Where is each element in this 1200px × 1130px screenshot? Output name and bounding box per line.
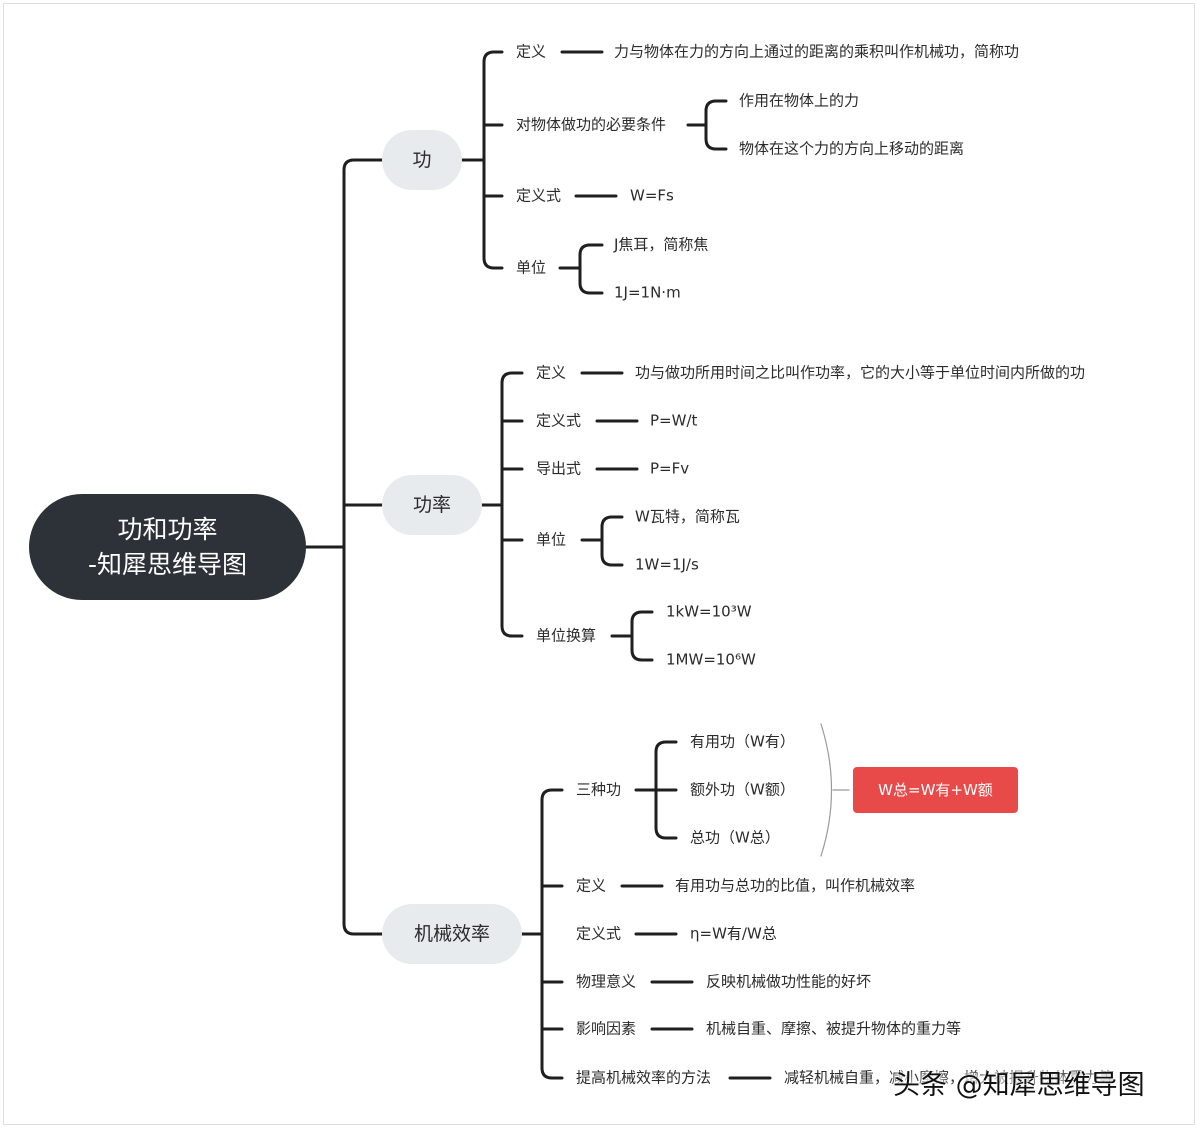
work-bracket [482, 50, 504, 270]
eff-factors[interactable]: 机械自重、摩擦、被提升物体的重力等 [706, 1019, 962, 1038]
trunk-to-work [342, 158, 384, 549]
work-unit-bracket [578, 243, 604, 295]
power-conversion-kw[interactable]: 1kW=10³W [666, 602, 752, 621]
eff-three-label[interactable]: 三种功 [576, 780, 622, 799]
topic-power[interactable]: 功率 [382, 475, 482, 535]
work-cond-bracket [704, 99, 728, 151]
power-derived-label[interactable]: 导出式 [536, 459, 582, 478]
work-conditions-label[interactable]: 对物体做功的必要条件 [516, 115, 667, 134]
eff-bracket [540, 788, 564, 1080]
power-conversion-label[interactable]: 单位换算 [536, 626, 597, 645]
root-title: 功和功率 [117, 515, 218, 544]
eff-formula-label[interactable]: 定义式 [576, 924, 622, 943]
power-conv-bracket [630, 610, 654, 662]
canvas-border [3, 3, 1195, 1125]
power-formula-label[interactable]: 定义式 [536, 411, 582, 430]
eff-total-formula-badge[interactable]: W总=W有+W额 [853, 767, 1018, 813]
work-definition-text[interactable]: 力与物体在力的方向上通过的距离的乘积叫作机械功，简称功 [614, 42, 1020, 61]
eff-formula[interactable]: η=W有/W总 [690, 924, 777, 943]
root-node[interactable]: 功和功率 -知犀思维导图 [29, 494, 306, 600]
power-unit-label[interactable]: 单位 [536, 530, 567, 549]
work-formula[interactable]: W=Fs [630, 186, 674, 205]
eff-meaning[interactable]: 反映机械做功性能的好坏 [706, 972, 872, 991]
work-definition-label[interactable]: 定义 [516, 42, 547, 61]
topic-work[interactable]: 功 [382, 130, 462, 190]
eff-useful-work[interactable]: 有用功（W有） [690, 732, 795, 751]
work-condition-force[interactable]: 作用在物体上的力 [739, 91, 860, 110]
work-unit-label[interactable]: 单位 [516, 258, 547, 277]
root-subtitle: -知犀思维导图 [87, 550, 248, 579]
power-definition-text[interactable]: 功与做功所用时间之比叫作功率，它的大小等于单位时间内所做的功 [635, 363, 1086, 382]
power-derived[interactable]: P=Fv [650, 459, 690, 478]
power-unit-watt[interactable]: W瓦特，简称瓦 [635, 507, 740, 526]
eff-factors-label[interactable]: 影响因素 [576, 1019, 637, 1038]
watermark: 头条 @知犀思维导图 [893, 1070, 1145, 1101]
eff-definition-label[interactable]: 定义 [576, 876, 607, 895]
work-unit-joule[interactable]: J焦耳，简称焦 [614, 235, 709, 254]
eff-total-work[interactable]: 总功（W总） [690, 828, 780, 847]
power-definition-label[interactable]: 定义 [536, 363, 567, 382]
summary-brace [820, 723, 833, 857]
power-unit-bracket [600, 515, 624, 567]
power-conversion-mw[interactable]: 1MW=10⁶W [666, 650, 756, 669]
work-unit-conversion[interactable]: 1J=1N·m [614, 283, 681, 302]
power-unit-conversion[interactable]: 1W=1J/s [635, 555, 699, 574]
eff-definition-text[interactable]: 有用功与总功的比值，叫作机械效率 [675, 876, 916, 895]
topic-efficiency[interactable]: 机械效率 [382, 904, 522, 964]
eff-extra-work[interactable]: 额外功（W额） [690, 780, 795, 799]
eff-meaning-label[interactable]: 物理意义 [576, 972, 637, 991]
power-bracket [500, 371, 524, 638]
work-formula-label[interactable]: 定义式 [516, 186, 562, 205]
eff-improve-label[interactable]: 提高机械效率的方法 [576, 1068, 712, 1087]
power-formula[interactable]: P=W/t [650, 411, 698, 430]
trunk-to-efficiency [342, 545, 384, 936]
work-condition-distance[interactable]: 物体在这个力的方向上移动的距离 [739, 139, 965, 158]
eff-improve[interactable]: 减轻机械自重，减小摩擦，增大被提升物体重力等 [784, 1068, 1115, 1087]
